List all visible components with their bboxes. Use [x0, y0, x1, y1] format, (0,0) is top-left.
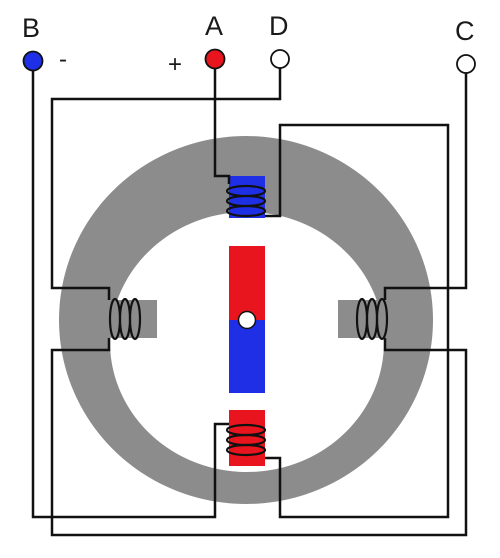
wire-top-to-bottom-coil: [265, 123, 450, 519]
terminal-a-label: A: [205, 11, 223, 41]
coil-right: [355, 297, 389, 341]
terminal-d-dot: [270, 49, 290, 69]
wire-d-left-coil: [50, 68, 282, 300]
rotor-south-half: [229, 320, 265, 393]
terminal-b-label: B: [22, 13, 40, 43]
wire-right-to-left-coil: [50, 338, 468, 537]
terminal-c-label: C: [455, 16, 475, 46]
stator-ring: [59, 136, 434, 504]
terminal-a-dot: [204, 48, 226, 70]
terminal-b-polarity: -: [59, 46, 67, 73]
pole-right: [338, 300, 390, 338]
wire-b-bottom-coil: [31, 71, 229, 519]
terminal-a-polarity: +: [168, 51, 182, 78]
coil-bottom: [225, 423, 267, 457]
terminal-d-label: D: [269, 11, 289, 41]
coil-left: [108, 297, 142, 341]
terminal-a: A +: [168, 11, 226, 78]
terminal-c: C: [455, 16, 476, 74]
rotor-north-half: [229, 246, 265, 320]
wire-a-top-coil: [213, 68, 231, 184]
terminal-b-dot: [22, 50, 44, 72]
terminal-d: D: [269, 11, 290, 69]
terminal-b: B -: [22, 13, 67, 73]
wire-c-right-coil: [383, 72, 468, 300]
terminal-c-dot: [456, 54, 476, 74]
rotor-shaft: [237, 310, 257, 330]
pole-bottom: [229, 410, 265, 466]
coil-top: [225, 184, 267, 218]
